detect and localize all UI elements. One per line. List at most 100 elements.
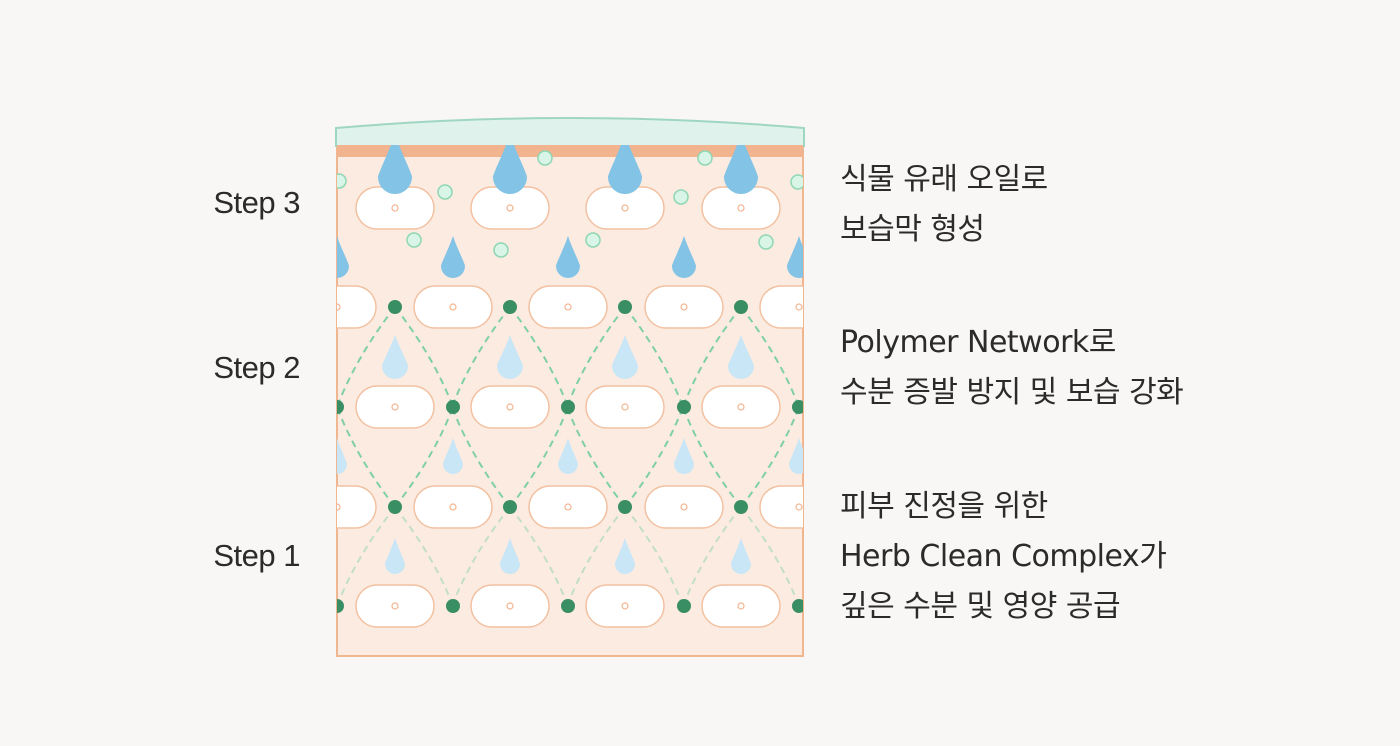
water-drop-icon [337,236,349,278]
step-2-label: Step 2 [213,350,300,385]
step-2-description: Polymer Network로 수분 증발 방지 및 보습 강화 [840,318,1184,418]
network-node-icon [561,400,575,414]
network-node-icon [388,500,402,514]
step-2-line-2: 수분 증발 방지 및 보습 강화 [840,375,1184,410]
oil-bubble-icon [758,234,774,250]
network-line [682,506,742,607]
network-node-icon [677,400,691,414]
water-drop-icon [382,335,408,379]
network-line [566,506,626,607]
skin-cell-icon [413,485,493,529]
oil-bubble-icon [406,232,422,248]
oil-bubble-icon [585,232,601,248]
network-line [740,506,800,607]
skin-cell-icon [528,485,608,529]
network-line [394,406,454,508]
network-node-icon [618,500,632,514]
network-line [740,306,800,408]
step-2-line-1: Polymer Network로 [840,325,1116,360]
water-drop-icon [615,538,635,574]
step-1-line-1: 피부 진정을 위한 [840,489,1048,524]
water-drop-icon [724,145,758,194]
skin-cell-icon [355,385,435,429]
network-line [566,406,626,508]
network-node-icon [337,400,344,414]
water-drop-icon [728,335,754,379]
skin-cell-icon [644,285,724,329]
step-3-line-2: 보습막 형성 [840,212,985,247]
skin-layer-diagram [335,117,805,657]
network-line [682,306,742,408]
skin-cell-icon [701,385,781,429]
oil-bubble-icon [337,173,347,189]
oil-bubble-icon [673,189,689,205]
network-line [509,306,569,408]
skin-cell-icon [337,485,377,529]
network-line [509,506,569,607]
water-drop-icon [608,145,642,194]
water-drop-icon [337,438,347,474]
water-drop-icon [787,236,803,278]
water-drop-icon [443,438,463,474]
skin-cell-icon [701,584,781,628]
network-line [624,506,684,607]
network-line [566,306,626,408]
oil-bubble-icon [790,174,803,190]
network-node-icon [388,300,402,314]
network-line [337,406,396,508]
water-drop-icon [558,438,578,474]
step-3-label: Step 3 [213,185,300,220]
network-line [682,406,742,508]
water-drop-icon [672,236,696,278]
network-line [394,506,454,607]
network-node-icon [618,300,632,314]
network-node-icon [677,599,691,613]
water-drop-icon [441,236,465,278]
network-node-icon [446,599,460,613]
network-node-icon [792,599,803,613]
oil-bubble-icon [493,242,509,258]
oil-bubble-icon [537,150,553,166]
network-line [451,506,511,607]
step-1-label: Step 1 [213,538,300,573]
network-node-icon [561,599,575,613]
network-line [740,406,800,508]
skin-cell-icon [644,485,724,529]
skin-cell-icon [470,385,550,429]
skin-cell-icon [470,584,550,628]
network-node-icon [337,599,344,613]
network-line [624,406,684,508]
water-drop-icon [612,335,638,379]
network-node-icon [503,300,517,314]
water-drop-icon [789,438,803,474]
network-line [451,306,511,408]
network-line [337,306,396,408]
network-line [451,406,511,508]
skin-cell-icon [759,485,803,529]
skin-cell-icon [585,584,665,628]
step-1-line-2: Herb Clean Complex가 [840,539,1167,574]
skin-cell-icon [528,285,608,329]
step-3-line-1: 식물 유래 오일로 [840,162,1048,197]
oil-film [335,117,805,147]
water-drop-icon [497,335,523,379]
water-drop-icon [731,538,751,574]
network-line [394,306,454,408]
network-node-icon [734,500,748,514]
network-line [624,306,684,408]
water-drop-icon [385,538,405,574]
network-node-icon [446,400,460,414]
oil-bubble-icon [697,150,713,166]
step-3-description: 식물 유래 오일로 보습막 형성 [840,155,1048,255]
network-node-icon [792,400,803,414]
oil-bubble-icon [437,184,453,200]
skin-cell-icon [413,285,493,329]
water-drop-icon [500,538,520,574]
step-1-description: 피부 진정을 위한 Herb Clean Complex가 깊은 수분 및 영양… [840,482,1167,632]
network-line [337,506,396,607]
network-node-icon [503,500,517,514]
network-line [509,406,569,508]
water-drop-icon [378,145,412,194]
step-1-line-3: 깊은 수분 및 영양 공급 [840,589,1121,624]
water-drop-icon [674,438,694,474]
